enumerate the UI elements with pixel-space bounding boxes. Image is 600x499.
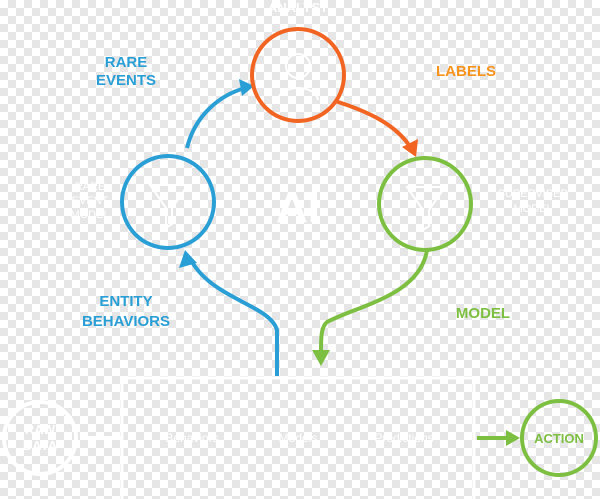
analyst-label: ANALYST	[268, 0, 328, 15]
arrow-labels-head	[402, 139, 418, 157]
funnel-icon	[148, 184, 190, 230]
pipeline-models: Models	[279, 431, 318, 445]
pipeline-box	[120, 376, 476, 499]
pipeline-behaviors: Behaviors	[165, 431, 218, 445]
rare-event-model-label-3: MODEL	[70, 209, 109, 221]
raw-data-label-2: DATA	[23, 438, 58, 453]
arrow-entity-behaviors	[190, 260, 279, 376]
arrow-model	[319, 249, 429, 353]
rare-event-model-label-1: RARE	[75, 181, 106, 193]
rare-events-label-1: RARE	[105, 54, 148, 71]
analyst-circle	[250, 27, 346, 123]
arrow-model-head	[312, 350, 330, 366]
model-label: MODEL	[456, 305, 510, 322]
pipeline-predictions: Predictions	[374, 431, 433, 445]
entity-behaviors-label-1: ENTITY	[99, 293, 152, 310]
supervised-model-label-2: MODEL	[513, 203, 552, 215]
action-label: ACTION	[534, 431, 584, 446]
arrow-labels	[334, 99, 411, 147]
rare-event-model-circle	[120, 154, 216, 250]
raw-data-circle	[2, 400, 78, 476]
arrow-rare-events-head	[239, 79, 254, 96]
funnel-icon	[405, 186, 447, 232]
supervised-model-circle	[377, 156, 473, 252]
rare-events-label-2: EVENTS	[96, 72, 156, 89]
rare-event-model-label-2: EVENT	[72, 195, 109, 207]
ai-label: AI	[276, 183, 320, 232]
raw-data-label-1: RAW	[25, 422, 56, 437]
arrow-entity-behaviors-head	[179, 250, 197, 268]
labels-label: LABELS	[436, 63, 496, 80]
arrow-action-head	[506, 430, 520, 446]
supervised-model-label-1: SUPERVISED	[498, 188, 569, 200]
arrow-rare-events	[185, 86, 246, 149]
person-icon	[277, 53, 319, 101]
action-circle	[520, 399, 598, 477]
entity-behaviors-label-2: BEHAVIORS	[82, 313, 170, 330]
